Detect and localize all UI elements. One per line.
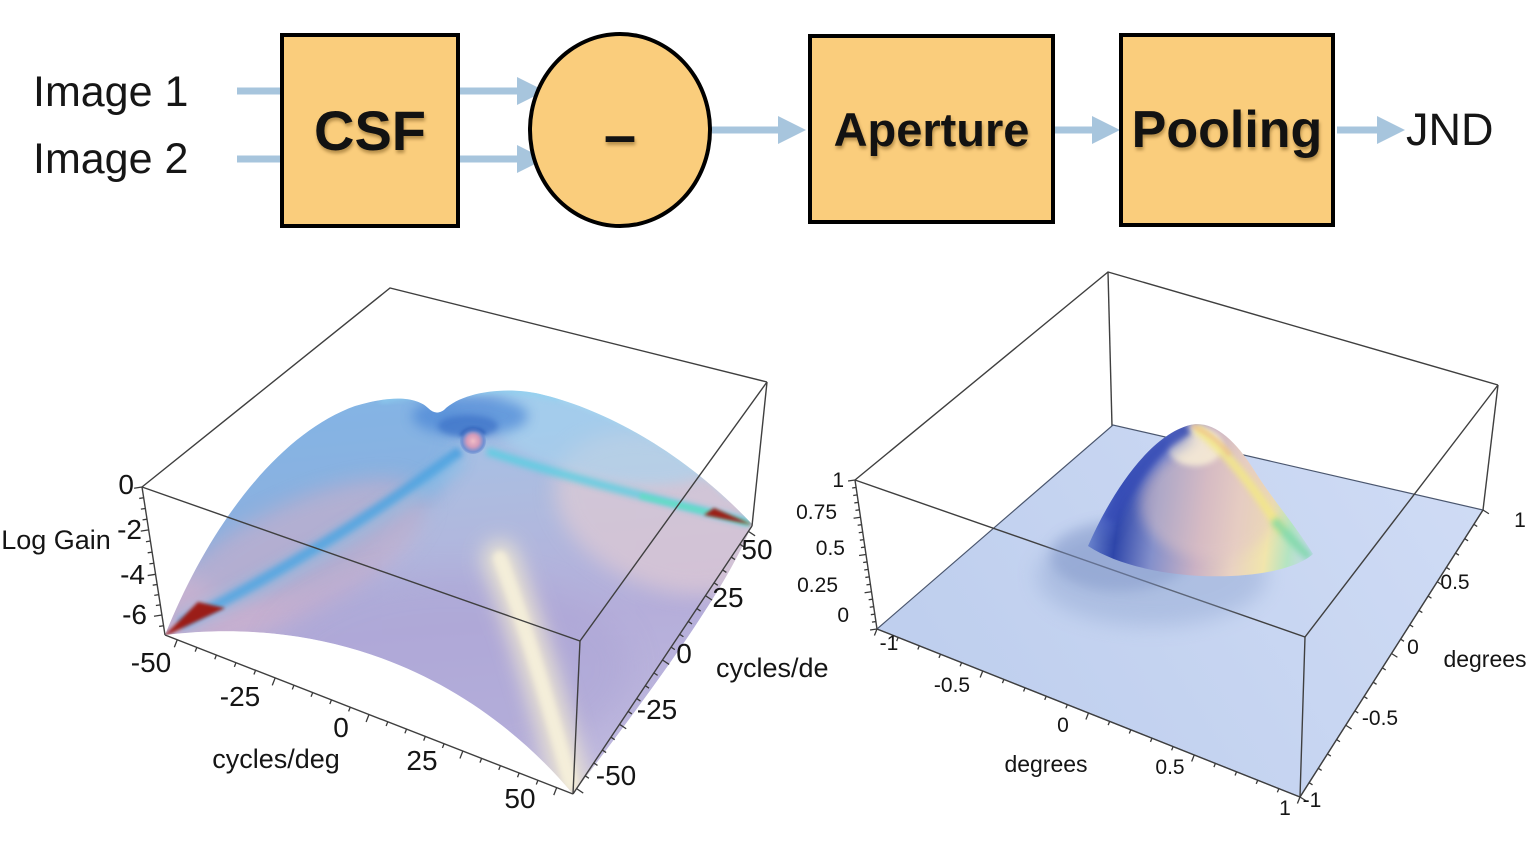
z-axis-labels: 0 -2 -4 -6 Log Gain <box>1 469 147 630</box>
y-axis-ticks <box>1299 509 1490 802</box>
output-label-jnd: JND <box>1406 104 1494 155</box>
tick-label: -50 <box>596 760 636 791</box>
tick-label: 0.75 <box>796 501 837 524</box>
tick-label: 0 <box>1407 636 1419 659</box>
csf-node: CSF <box>280 33 460 228</box>
flow-arrows <box>237 77 1405 173</box>
csf-surface <box>165 390 752 794</box>
tick-label: 1 <box>1279 797 1291 820</box>
tick-label: 1 <box>832 469 844 492</box>
tick-label: -1 <box>880 632 899 655</box>
y-axis-labels: -1 -0.5 0 0.5 1 degrees <box>1303 509 1527 812</box>
tick-label: -1 <box>1303 789 1322 812</box>
y-axis-title: cycles/de <box>716 653 829 683</box>
x-axis-labels: -1 -0.5 0 0.5 1 degrees <box>880 632 1291 820</box>
tick-label: -50 <box>131 647 171 678</box>
z-axis-title: Log Gain <box>1 525 111 555</box>
x-axis-ticks <box>873 628 1301 804</box>
tick-label: -2 <box>117 514 142 545</box>
tick-label: -4 <box>120 559 145 590</box>
tick-label: 0 <box>837 604 849 627</box>
tick-label: 25 <box>712 582 743 613</box>
arrow-csf-to-subtract-top <box>460 77 545 105</box>
subtract-node: – <box>528 32 712 228</box>
tick-label: 25 <box>406 745 437 776</box>
plot-box-back-edges <box>141 287 768 636</box>
pooling-node-label: Pooling <box>1131 101 1323 159</box>
input-label-image1: Image 1 <box>33 68 189 116</box>
tick-label: -25 <box>637 694 677 725</box>
z-axis-ticks <box>133 486 164 628</box>
x-axis-title: cycles/deg <box>212 744 340 774</box>
y-axis-ticks <box>576 530 756 794</box>
arrow-pooling-to-jnd <box>1337 116 1405 144</box>
csf-node-label: CSF <box>314 99 426 162</box>
tick-label: -0.5 <box>934 674 970 697</box>
tick-label: 0 <box>333 712 349 743</box>
x-axis-labels: -50 -25 0 25 50 cycles/deg <box>131 647 536 814</box>
arrow-aperture-to-pooling <box>1055 116 1120 144</box>
tick-label: 0 <box>1057 714 1069 737</box>
x-axis-ticks <box>173 639 558 796</box>
tick-label: 0.5 <box>816 537 845 560</box>
aperture-bump <box>1037 424 1313 626</box>
z-axis-ticks <box>847 479 878 631</box>
tick-label: 1 <box>1514 509 1526 532</box>
input-label-image2: Image 2 <box>33 135 189 183</box>
aperture-node: Aperture <box>808 34 1055 224</box>
tick-label: 0.5 <box>1155 756 1184 779</box>
surface-red-extreme-left <box>165 602 225 637</box>
arrow-subtract-to-aperture <box>712 116 806 144</box>
arrow-csf-to-subtract-bottom <box>460 145 545 173</box>
tick-label: 0 <box>118 469 134 500</box>
y-axis-title: degrees <box>1443 646 1526 672</box>
csf-surface-plot: 0 -2 -4 -6 Log Gain -50 -25 0 25 50 cycl… <box>1 287 829 814</box>
csf-notch <box>460 428 486 454</box>
aperture-node-label: Aperture <box>833 102 1030 156</box>
tick-label: -6 <box>122 599 147 630</box>
surface-red-extreme-right <box>704 508 752 525</box>
tick-label: -25 <box>220 681 260 712</box>
tick-label: 50 <box>741 534 772 565</box>
minus-icon: – <box>603 102 637 168</box>
y-axis-labels: -50 -25 0 25 50 cycles/de <box>596 534 829 791</box>
tick-label: 0 <box>676 638 692 669</box>
tick-label: 0.5 <box>1440 571 1469 594</box>
tick-label: 50 <box>504 783 535 814</box>
aperture-surface-plot: 1 0.75 0.5 0.25 0 -1 -0.5 0 0.5 1 degree… <box>796 271 1527 820</box>
pooling-node: Pooling <box>1119 33 1335 227</box>
tick-label: 0.25 <box>797 574 838 597</box>
z-axis-labels: 1 0.75 0.5 0.25 0 <box>796 469 849 627</box>
tick-label: -0.5 <box>1362 707 1398 730</box>
x-axis-title: degrees <box>1004 751 1087 777</box>
